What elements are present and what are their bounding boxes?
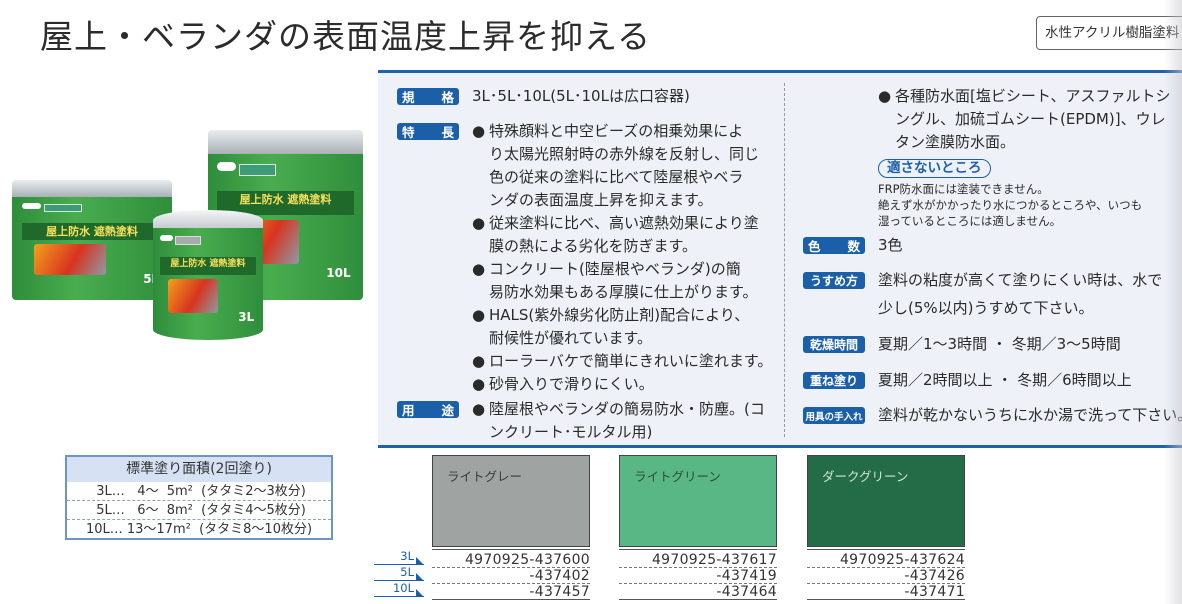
coverage-title: 標準塗り面積(2回塗り) — [67, 457, 331, 482]
recoat-value: 夏期／2時間以上 ・ 冬期／6時間以上 — [878, 371, 1132, 389]
swatch-name: ダークグリーン — [807, 455, 965, 547]
thinning-tag: うすめ方 — [803, 272, 865, 289]
unsuitable-line: 湿っているところには適しません。 — [878, 214, 1062, 228]
feature-item: HALS(紫外線劣化防止剤)配合により、耐候性が優れています。 — [472, 304, 772, 350]
coverage-row: 3L… 4〜 5m² (タタミ2〜3枚分) — [67, 482, 331, 501]
product-code: 4970925-437617 — [619, 552, 777, 568]
spec-row-tool-care: 用具の手入れ 塗料が乾かないうちに水か湯で洗って下さい。 — [803, 404, 1182, 427]
page-edge-shadow — [1164, 0, 1182, 604]
spec-row-recoat: 重ね塗り 夏期／2時間以上 ・ 冬期／6時間以上 — [803, 369, 1132, 392]
size-marker-3l: 3L — [374, 549, 424, 565]
column-divider — [784, 83, 785, 437]
coverage-row: 5L… 6〜 8m² (タタミ4〜5枚分) — [67, 501, 331, 520]
feature-item: ローラーバケで簡単にきれいに塗れます。 — [472, 350, 772, 373]
use-item: 陸屋根やベランダの簡易防水・防塵。(コンクリート･モルタル用) — [472, 398, 765, 444]
product-code: -437457 — [432, 584, 590, 600]
feature-item: 特殊顔料と中空ビーズの相乗効果により太陽光照射時の赤外線を反射し、同じ色の従来の… — [472, 120, 772, 212]
tool-care-tag: 用具の手入れ — [803, 407, 865, 424]
colors-count-tag: 色数 — [803, 237, 865, 254]
use-item: 各種防水面[塩ビシート、アスファルトシングル、加硫ゴムシート(EPDM)]、ウレ… — [878, 85, 1171, 154]
size-marker-5l: 5L — [374, 565, 424, 581]
product-code: -437402 — [432, 568, 590, 584]
standard-value: 3L･5L･10L(5L･10Lは広口容器) — [472, 87, 690, 105]
features-list: 特殊顔料と中空ビーズの相乗効果により太陽光照射時の赤外線を反射し、同じ色の従来の… — [472, 120, 772, 396]
page-title: 屋上・ベランダの表面温度上昇を抑える — [40, 17, 652, 56]
spec-panel: 規格 3L･5L･10L(5L･10Lは広口容器) 特長 特殊顔料と中空ビーズの… — [378, 70, 1182, 448]
size-marker-10l: 10L — [374, 581, 424, 597]
uses-list: 陸屋根やベランダの簡易防水・防塵。(コンクリート･モルタル用) — [472, 398, 765, 444]
product-code: -437464 — [619, 584, 777, 600]
product-code: 4970925-437600 — [432, 552, 590, 568]
feature-item: 砂骨入りで滑りにくい。 — [472, 373, 772, 396]
features-tag: 特長 — [397, 123, 459, 140]
spec-row-standard: 規格 3L･5L･10L(5L･10Lは広口容器) — [397, 85, 690, 108]
product-image: 屋上防水 遮熱塗料 5L 屋上防水 遮熱塗料 10L 屋上防水 遮熱塗料 3L — [8, 125, 368, 350]
coverage-row: 10L… 13〜17m² (タタミ8〜10枚分) — [85, 522, 313, 537]
uses-tag: 用途 — [397, 401, 459, 418]
unsuitable-label: 適さないところ — [878, 159, 991, 178]
product-code: -437419 — [619, 568, 777, 584]
uses-list-continued: 各種防水面[塩ビシート、アスファルトシングル、加硫ゴムシート(EPDM)]、ウレ… — [878, 85, 1171, 154]
swatch-name: ライトグレー — [432, 455, 590, 547]
colors-count-value: 3色 — [878, 236, 903, 254]
recoat-tag: 重ね塗り — [803, 372, 865, 389]
spec-row-features: 特長 特殊顔料と中空ビーズの相乗効果により太陽光照射時の赤外線を反射し、同じ色の… — [397, 120, 772, 396]
product-codes-dark-green: 4970925-437624 -437426 -437471 — [807, 549, 965, 600]
unsuitable-line: FRP防水面には塗装できません。 — [878, 182, 1049, 196]
standard-tag: 規格 — [397, 88, 459, 105]
product-code: 4970925-437624 — [807, 552, 965, 568]
resin-type-badge: 水性アクリル樹脂塗料 — [1036, 16, 1182, 50]
product-codes-light-gray: 4970925-437600 -437402 -437457 — [432, 549, 590, 600]
color-swatch-light-gray: ライトグレー — [432, 455, 590, 547]
spec-row-colors: 色数 3色 — [803, 234, 903, 257]
product-codes-light-green: 4970925-437617 -437419 -437464 — [619, 549, 777, 600]
color-swatch-light-green: ライトグリーン — [619, 455, 777, 547]
product-code: -437426 — [807, 568, 965, 584]
unsuitable-line: 絶えず水がかかったり水につかるところや、いつも — [878, 198, 1143, 212]
color-swatch-dark-green: ダークグリーン — [807, 455, 965, 547]
can-5l: 屋上防水 遮熱塗料 5L — [12, 180, 172, 300]
spec-row-thinning: うすめ方 塗料の粘度が高くて塗りにくい時は、水で少し(5%以内)うすめて下さい。 — [803, 269, 1162, 322]
unsuitable-section: 適さないところ FRP防水面には塗装できません。 絶えず水がかかったり水につかる… — [878, 157, 1142, 229]
swatch-name: ライトグリーン — [619, 455, 777, 547]
can-3l: 屋上防水 遮熱塗料 3L — [153, 210, 263, 340]
tool-care-value: 塗料が乾かないうちに水か湯で洗って下さい。 — [878, 406, 1182, 424]
thinning-value: 塗料の粘度が高くて塗りにくい時は、水で少し(5%以内)うすめて下さい。 — [878, 271, 1163, 317]
drying-time-tag: 乾燥時間 — [803, 336, 865, 353]
spec-row-drying: 乾燥時間 夏期／1〜3時間 ・ 冬期／3〜5時間 — [803, 333, 1121, 356]
size-markers: 3L 5L 10L — [374, 549, 424, 597]
drying-time-value: 夏期／1〜3時間 ・ 冬期／3〜5時間 — [878, 335, 1121, 353]
coverage-table: 標準塗り面積(2回塗り) 3L… 4〜 5m² (タタミ2〜3枚分) 5L… 6… — [65, 455, 333, 540]
spec-row-uses: 用途 陸屋根やベランダの簡易防水・防塵。(コンクリート･モルタル用) — [397, 398, 765, 444]
spec-row-uses-continued: 各種防水面[塩ビシート、アスファルトシングル、加硫ゴムシート(EPDM)]、ウレ… — [806, 85, 1171, 154]
product-code: -437471 — [807, 584, 965, 600]
